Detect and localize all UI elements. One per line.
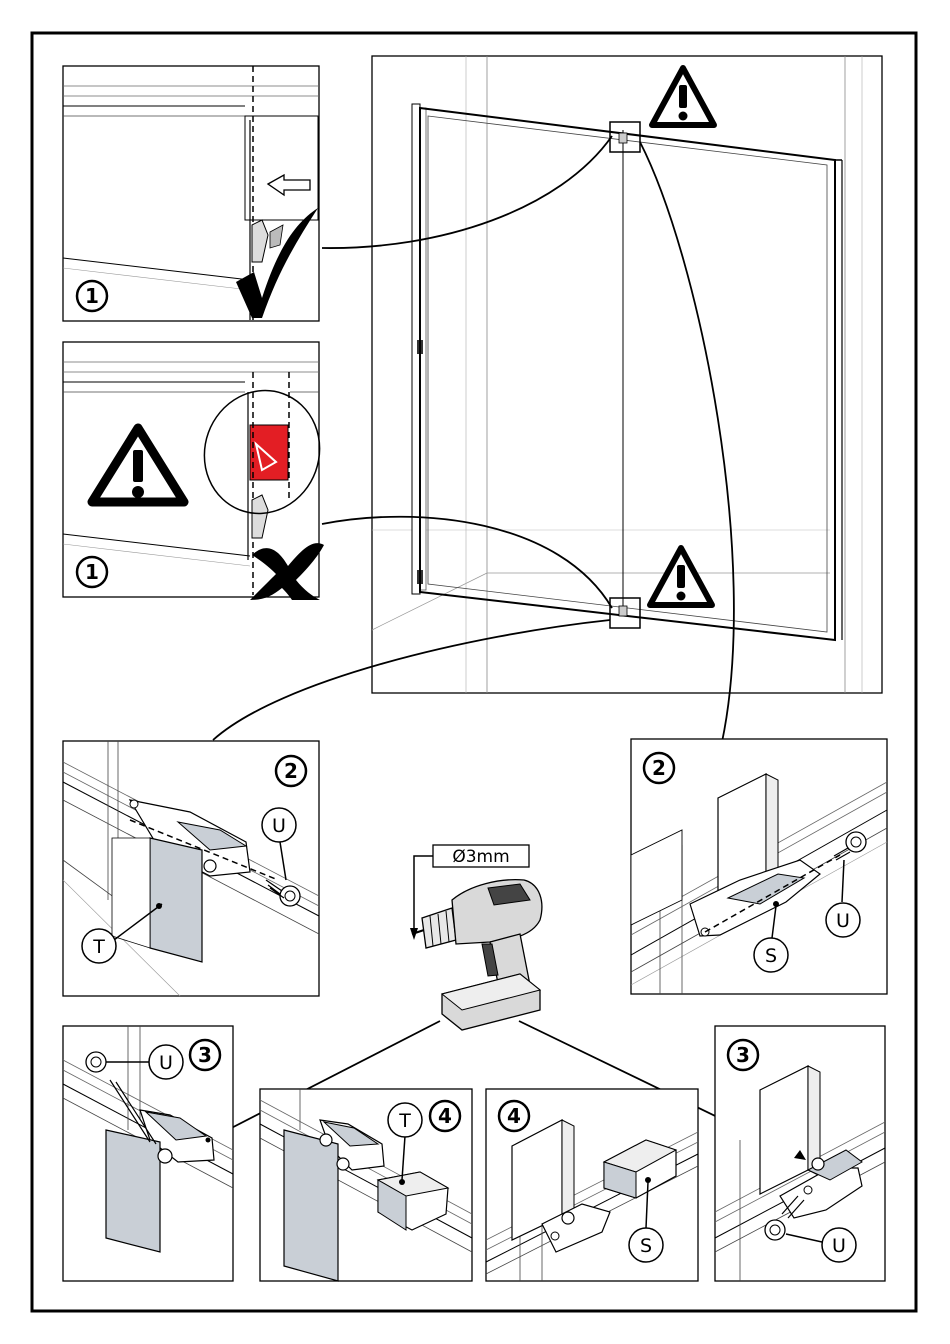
svg-text:T: T [92, 936, 105, 958]
step-number-badge: 4 [430, 1101, 460, 1131]
step-number-badge: 3 [190, 1040, 220, 1070]
step-number-badge: 4 [499, 1101, 529, 1131]
step-number-badge: 1 [77, 557, 107, 587]
step-number-badge: 3 [728, 1040, 758, 1070]
step-number-badge: 2 [276, 756, 306, 786]
step-number: 3 [736, 1043, 750, 1067]
svg-text:T: T [398, 1110, 411, 1132]
step-number: 4 [438, 1104, 452, 1128]
step-number: 2 [652, 756, 666, 780]
step-number: 1 [85, 560, 99, 584]
connector-end [206, 1138, 211, 1143]
svg-text:S: S [765, 945, 777, 967]
svg-text:U: U [836, 910, 850, 932]
drill-bit-size: Ø3mm [452, 847, 509, 867]
step-number: 1 [85, 284, 99, 308]
step-number-badge: 2 [644, 753, 674, 783]
drill-icon: Ø3mm [410, 845, 542, 1030]
step-number-badge: 1 [77, 281, 107, 311]
door-overview [372, 56, 882, 693]
svg-text:U: U [272, 815, 286, 837]
svg-text:S: S [640, 1235, 652, 1257]
svg-text:U: U [159, 1052, 173, 1074]
step-number: 3 [198, 1043, 212, 1067]
step-number: 2 [284, 759, 298, 783]
step-number: 4 [507, 1104, 521, 1128]
svg-text:U: U [832, 1235, 846, 1257]
